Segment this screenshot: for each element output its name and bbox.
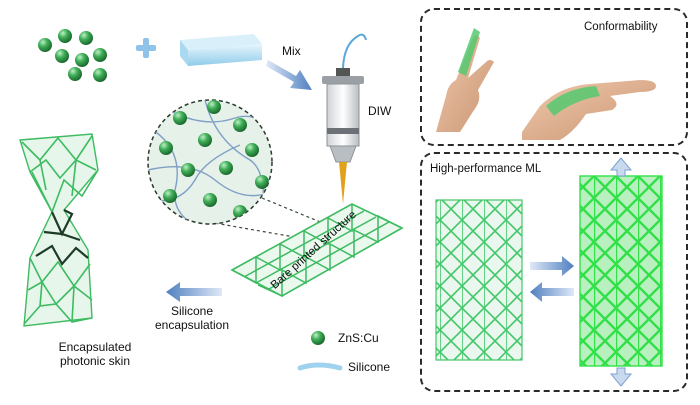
high-performance-ml-title: High-performance ML <box>430 163 542 175</box>
legend-particle-icon <box>311 331 325 345</box>
conformability-hands <box>436 28 656 140</box>
zns-particles-cluster <box>38 29 107 82</box>
diw-label: DIW <box>368 104 392 118</box>
legend-silicone-label: Silicone <box>348 360 391 374</box>
magnified-ink-view <box>147 99 331 239</box>
legend-zns-label: ZnS:Cu <box>338 331 379 345</box>
ml-lattice-relaxed <box>435 199 523 361</box>
conformability-title: Conformability <box>584 21 658 33</box>
silicone-block <box>180 34 262 66</box>
plus-icon <box>136 38 156 58</box>
ml-direction-arrows <box>530 256 574 302</box>
syringe-icon <box>322 33 367 204</box>
bare-printed-structure <box>230 203 404 298</box>
stretch-arrows <box>609 157 633 387</box>
encapsulated-photonic-skin-label: Encapsulated photonic skin <box>58 340 132 368</box>
high-performance-ml-panel <box>420 152 688 392</box>
mix-label: Mix <box>282 44 301 58</box>
legend-silicone-icon <box>297 362 343 371</box>
mix-arrow <box>266 60 312 90</box>
silicone-encapsulation-arrow <box>166 282 222 302</box>
legend-symbols <box>297 331 343 371</box>
ml-lattice-stretched <box>579 175 663 367</box>
conformability-panel <box>420 8 688 146</box>
silicone-encapsulation-label: Silicone encapsulation <box>154 304 230 332</box>
encapsulated-photonic-skin <box>19 133 99 327</box>
